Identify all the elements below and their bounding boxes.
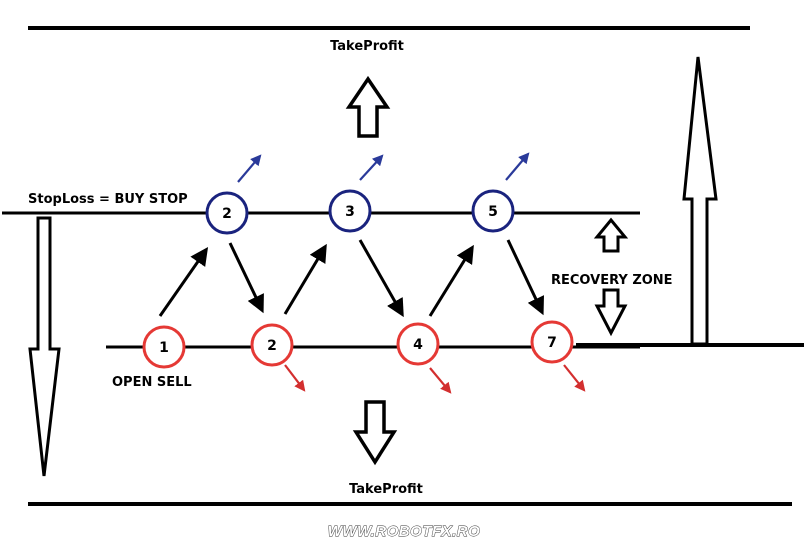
node-label: 7 [547, 335, 557, 351]
node-label: 3 [345, 204, 355, 220]
recovery-zone-up-arrow-icon [593, 217, 629, 253]
arrow-4-to-5 [428, 244, 474, 317]
arrow-1-to-2 [158, 247, 209, 317]
arrow-3-to-4 [358, 239, 404, 318]
buy-trend-arrow-icon [237, 154, 262, 183]
take-profit-down-arrow-icon [352, 400, 398, 466]
node-label: 5 [488, 204, 498, 220]
recovery-zone-down-arrow-icon [594, 288, 628, 337]
arrow-2-to-3 [283, 243, 327, 315]
sell-node: 1 [142, 325, 186, 369]
sell-trend-arrow-icon [284, 364, 306, 392]
node-label: 2 [222, 206, 232, 222]
buy-node: 2 [205, 191, 249, 235]
node-label: 4 [413, 337, 423, 353]
open-sell-label: OPEN SELL [112, 375, 192, 390]
node-label: 2 [267, 338, 277, 354]
sell-node: 2 [250, 323, 294, 367]
watermark: WWW.ROBOTFX.RO [328, 523, 481, 540]
arrow-2-to-2 [228, 242, 264, 314]
buy-trend-arrow-icon [505, 152, 530, 181]
arrow-5-to-7 [506, 239, 544, 316]
take-profit-bottom-label: TakeProfit [349, 482, 423, 497]
recovery-zone-label: RECOVERY ZONE [551, 273, 673, 288]
buy-node: 5 [471, 189, 515, 233]
take-profit-top-label: TakeProfit [330, 39, 404, 54]
buy-trend-arrow-icon [359, 154, 384, 181]
stop-loss-long-down-arrow-icon [28, 216, 61, 477]
sell-node: 4 [396, 322, 440, 366]
buy-node: 3 [328, 189, 372, 233]
stop-loss-label: StopLoss = BUY STOP [28, 192, 188, 207]
long-up-arrow-icon [682, 56, 718, 346]
sell-trend-arrow-icon [429, 367, 452, 394]
sell-trend-arrow-icon [563, 364, 586, 392]
buy-trend-arrows [237, 152, 530, 183]
node-label: 1 [159, 340, 169, 356]
zigzag-arrows [158, 239, 544, 318]
sell-node: 7 [530, 320, 574, 364]
take-profit-up-arrow-icon [345, 75, 391, 138]
sell-trend-arrows [284, 364, 586, 394]
